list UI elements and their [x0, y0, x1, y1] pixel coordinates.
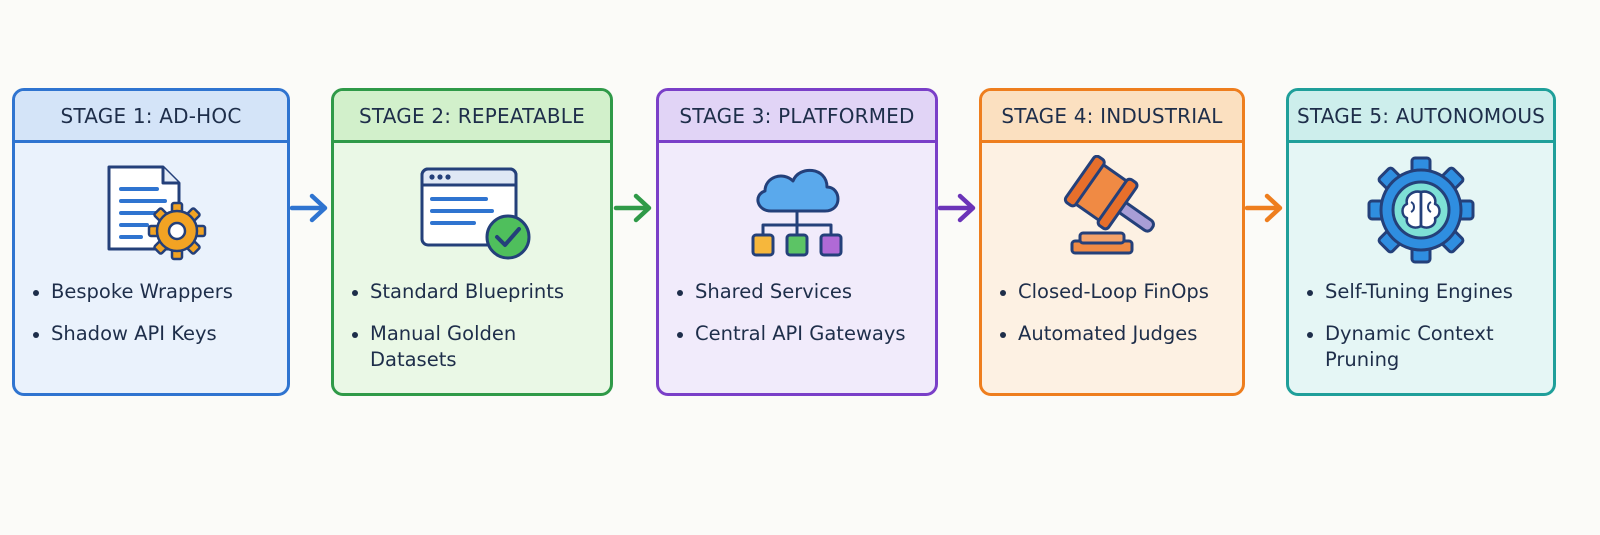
- stage-2-bullets: Standard Blueprints Manual Golden Datase…: [352, 279, 600, 389]
- bullet-dot: [1307, 332, 1313, 338]
- bullet-text: Dynamic Context Pruning: [1325, 322, 1494, 371]
- stage-5-title: STAGE 5: AUTONOMOUS: [1296, 103, 1546, 128]
- bullet-text: Standard Blueprints: [370, 280, 565, 303]
- stage-2-card: STAGE 2: REPEATABLE Standard Blueprints …: [331, 88, 613, 396]
- bullet-dot: [677, 290, 683, 296]
- bullet-text: Manual Golden Datasets: [370, 322, 517, 371]
- stage-5-header: STAGE 5: AUTONOMOUS: [1289, 91, 1553, 143]
- stage-3-card: STAGE 3: PLATFORMED Shared Services Cent…: [656, 88, 938, 396]
- arrow-right-icon: [612, 190, 656, 226]
- cloud-network-icon: [737, 155, 857, 265]
- bullet-dot: [1000, 332, 1006, 338]
- list-item: Central API Gateways: [677, 321, 925, 347]
- stage-2-header: STAGE 2: REPEATABLE: [334, 91, 610, 143]
- gavel-icon: [1052, 155, 1172, 265]
- bullet-dot: [33, 332, 39, 338]
- stage-3-header: STAGE 3: PLATFORMED: [659, 91, 935, 143]
- bullet-text: Automated Judges: [1018, 322, 1198, 345]
- arrow-right-icon: [288, 190, 332, 226]
- list-item: Shared Services: [677, 279, 925, 305]
- list-item: Closed-Loop FinOps: [1000, 279, 1232, 305]
- stage-3-bullets: Shared Services Central API Gateways: [677, 279, 925, 363]
- bullet-dot: [352, 332, 358, 338]
- bullet-text: Closed-Loop FinOps: [1018, 280, 1209, 303]
- stage-2-title: STAGE 2: REPEATABLE: [358, 103, 585, 128]
- bullet-text: Central API Gateways: [695, 322, 906, 345]
- bullet-text: Shared Services: [695, 280, 853, 303]
- bullet-dot: [1000, 290, 1006, 296]
- document-gear-icon: [91, 155, 211, 265]
- bullet-text: Shadow API Keys: [51, 322, 217, 345]
- list-item: Automated Judges: [1000, 321, 1232, 347]
- stage-4-bullets: Closed-Loop FinOps Automated Judges: [1000, 279, 1232, 363]
- stage-1-card: STAGE 1: AD-HOC: [12, 88, 290, 396]
- bullet-text: Bespoke Wrappers: [51, 280, 233, 303]
- stage-5-card: STAGE 5: AUTONOMOUS: [1286, 88, 1556, 396]
- bullet-dot: [677, 332, 683, 338]
- list-item: Self-Tuning Engines: [1307, 279, 1543, 305]
- list-item: Shadow API Keys: [33, 321, 277, 347]
- arrow-right-icon: [936, 190, 980, 226]
- bullet-text: Self-Tuning Engines: [1325, 280, 1513, 303]
- list-item: Bespoke Wrappers: [33, 279, 277, 305]
- list-item: Manual Golden Datasets: [352, 321, 600, 373]
- stage-4-title: STAGE 4: INDUSTRIAL: [1001, 103, 1223, 128]
- list-item: Dynamic Context Pruning: [1307, 321, 1543, 373]
- stage-1-title: STAGE 1: AD-HOC: [60, 103, 242, 128]
- bullet-dot: [352, 290, 358, 296]
- arrow-right-icon: [1243, 190, 1287, 226]
- stage-5-bullets: Self-Tuning Engines Dynamic Context Prun…: [1307, 279, 1543, 389]
- brain-gear-icon: [1361, 155, 1481, 265]
- stage-1-bullets: Bespoke Wrappers Shadow API Keys: [33, 279, 277, 363]
- stage-3-title: STAGE 3: PLATFORMED: [679, 103, 915, 128]
- bullet-dot: [1307, 290, 1313, 296]
- list-item: Standard Blueprints: [352, 279, 600, 305]
- stage-4-header: STAGE 4: INDUSTRIAL: [982, 91, 1242, 143]
- stage-1-header: STAGE 1: AD-HOC: [15, 91, 287, 143]
- browser-checkmark-icon: [412, 155, 532, 265]
- bullet-dot: [33, 290, 39, 296]
- stage-4-card: STAGE 4: INDUSTRIAL Closed-Loop FinOps A…: [979, 88, 1245, 396]
